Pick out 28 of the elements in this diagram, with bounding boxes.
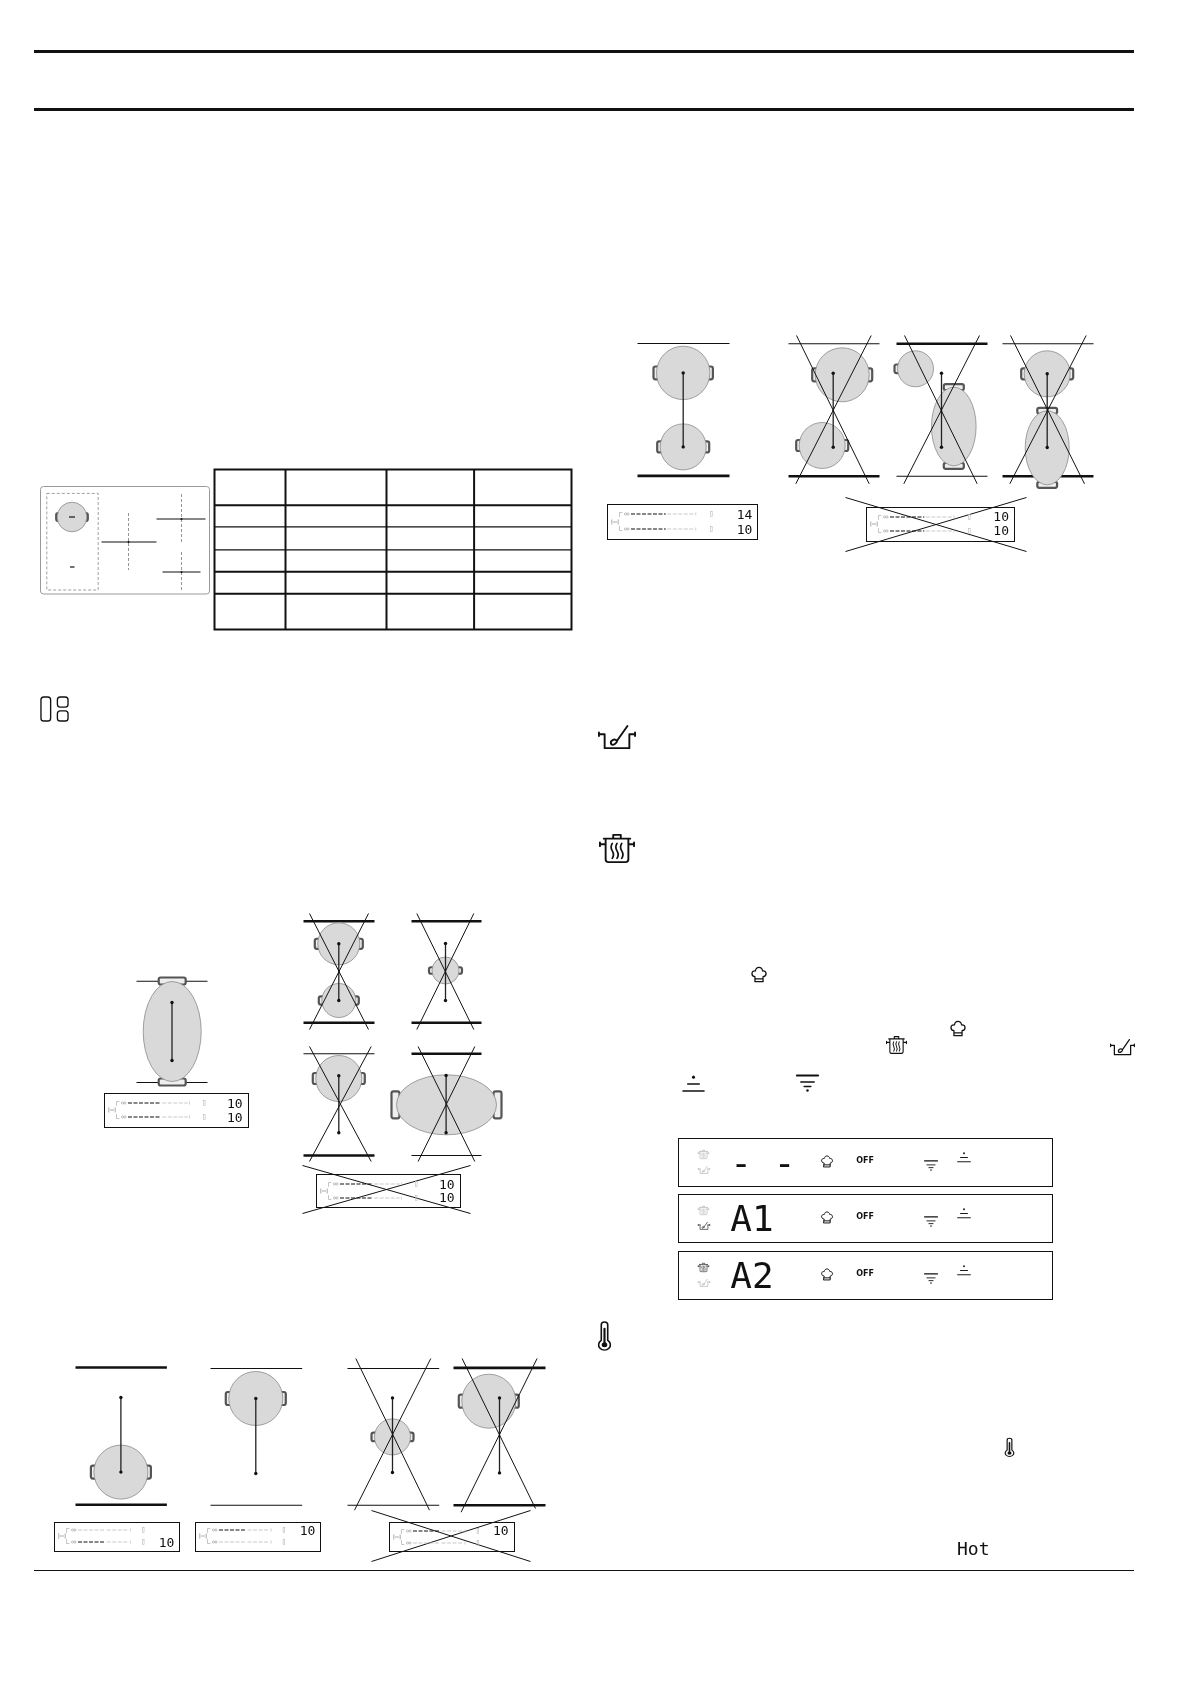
digit-readout: 10 xyxy=(158,1536,175,1550)
digit-readout: 10 xyxy=(736,522,753,536)
display-panel xyxy=(607,504,759,540)
status-panel xyxy=(678,1194,1053,1244)
status-text: OFF xyxy=(856,1157,875,1166)
digit-readout: A2 xyxy=(730,1257,774,1294)
status-text: OFF xyxy=(856,1213,875,1222)
digit-readout: A1 xyxy=(730,1200,774,1237)
display-panel xyxy=(865,506,1015,542)
digit-readout: 10 xyxy=(227,1096,243,1110)
display-panel xyxy=(53,1521,181,1552)
display-panel xyxy=(104,1093,249,1128)
digit-readout: 10 xyxy=(439,1191,455,1205)
digit-readout: 10 xyxy=(493,1524,509,1538)
status-text: OFF xyxy=(856,1270,875,1278)
display-panel xyxy=(316,1174,461,1209)
digit-readout: 10 xyxy=(993,524,1009,538)
digit-readout: 10 xyxy=(993,510,1009,524)
display-text: Hot xyxy=(957,1540,990,1558)
digit-readout: 14 xyxy=(736,508,753,522)
display-panel xyxy=(195,1521,322,1552)
status-panel xyxy=(678,1138,1053,1188)
digit-readout: - - xyxy=(730,1144,796,1181)
digit-readout: 10 xyxy=(299,1524,316,1538)
digit-readout: 10 xyxy=(227,1110,243,1124)
digit-readout: 10 xyxy=(439,1177,455,1191)
status-panel xyxy=(678,1251,1053,1300)
display-panel xyxy=(388,1522,515,1552)
